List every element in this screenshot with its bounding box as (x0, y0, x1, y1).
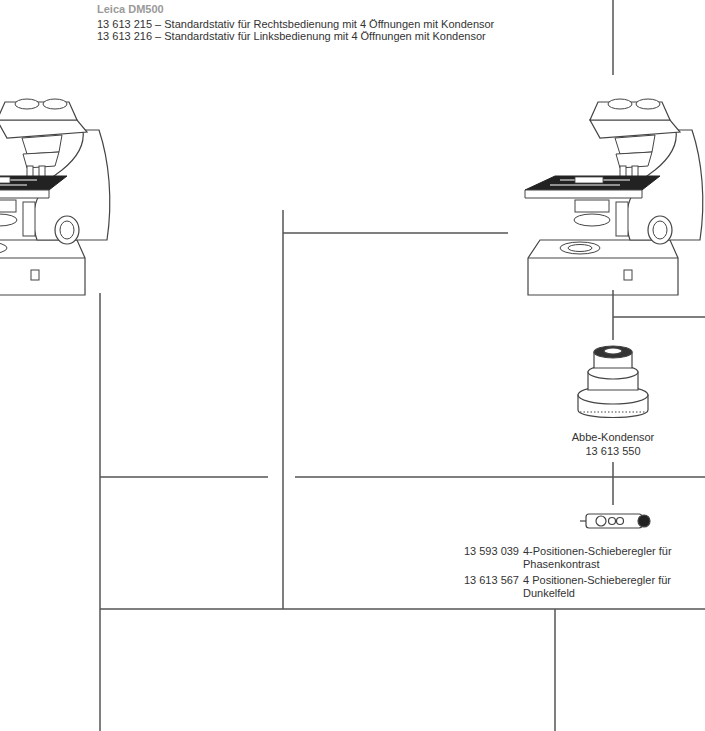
part-number: 13 613 550 (533, 445, 693, 458)
part-number: 13 593 039 (419, 545, 519, 558)
leader-lines (100, 0, 705, 731)
condenser-drawing (578, 346, 648, 418)
series-title: Leica DM500 (97, 3, 164, 16)
part-number: 13 613 567 (419, 574, 519, 587)
part-description: 4-Positionen-Schieberegler für Phasenkon… (523, 545, 673, 571)
part-name: Abbe-Kondensor (533, 431, 693, 444)
part-description: 4 Positionen-Schieberegler für Dunkelfel… (523, 574, 673, 600)
order-line: 13 613 216 – Standardstativ für Linksbed… (97, 30, 486, 43)
order-line: 13 613 215 – Standardstativ für Rechtsbe… (97, 18, 494, 31)
slider-drawing (580, 514, 650, 528)
